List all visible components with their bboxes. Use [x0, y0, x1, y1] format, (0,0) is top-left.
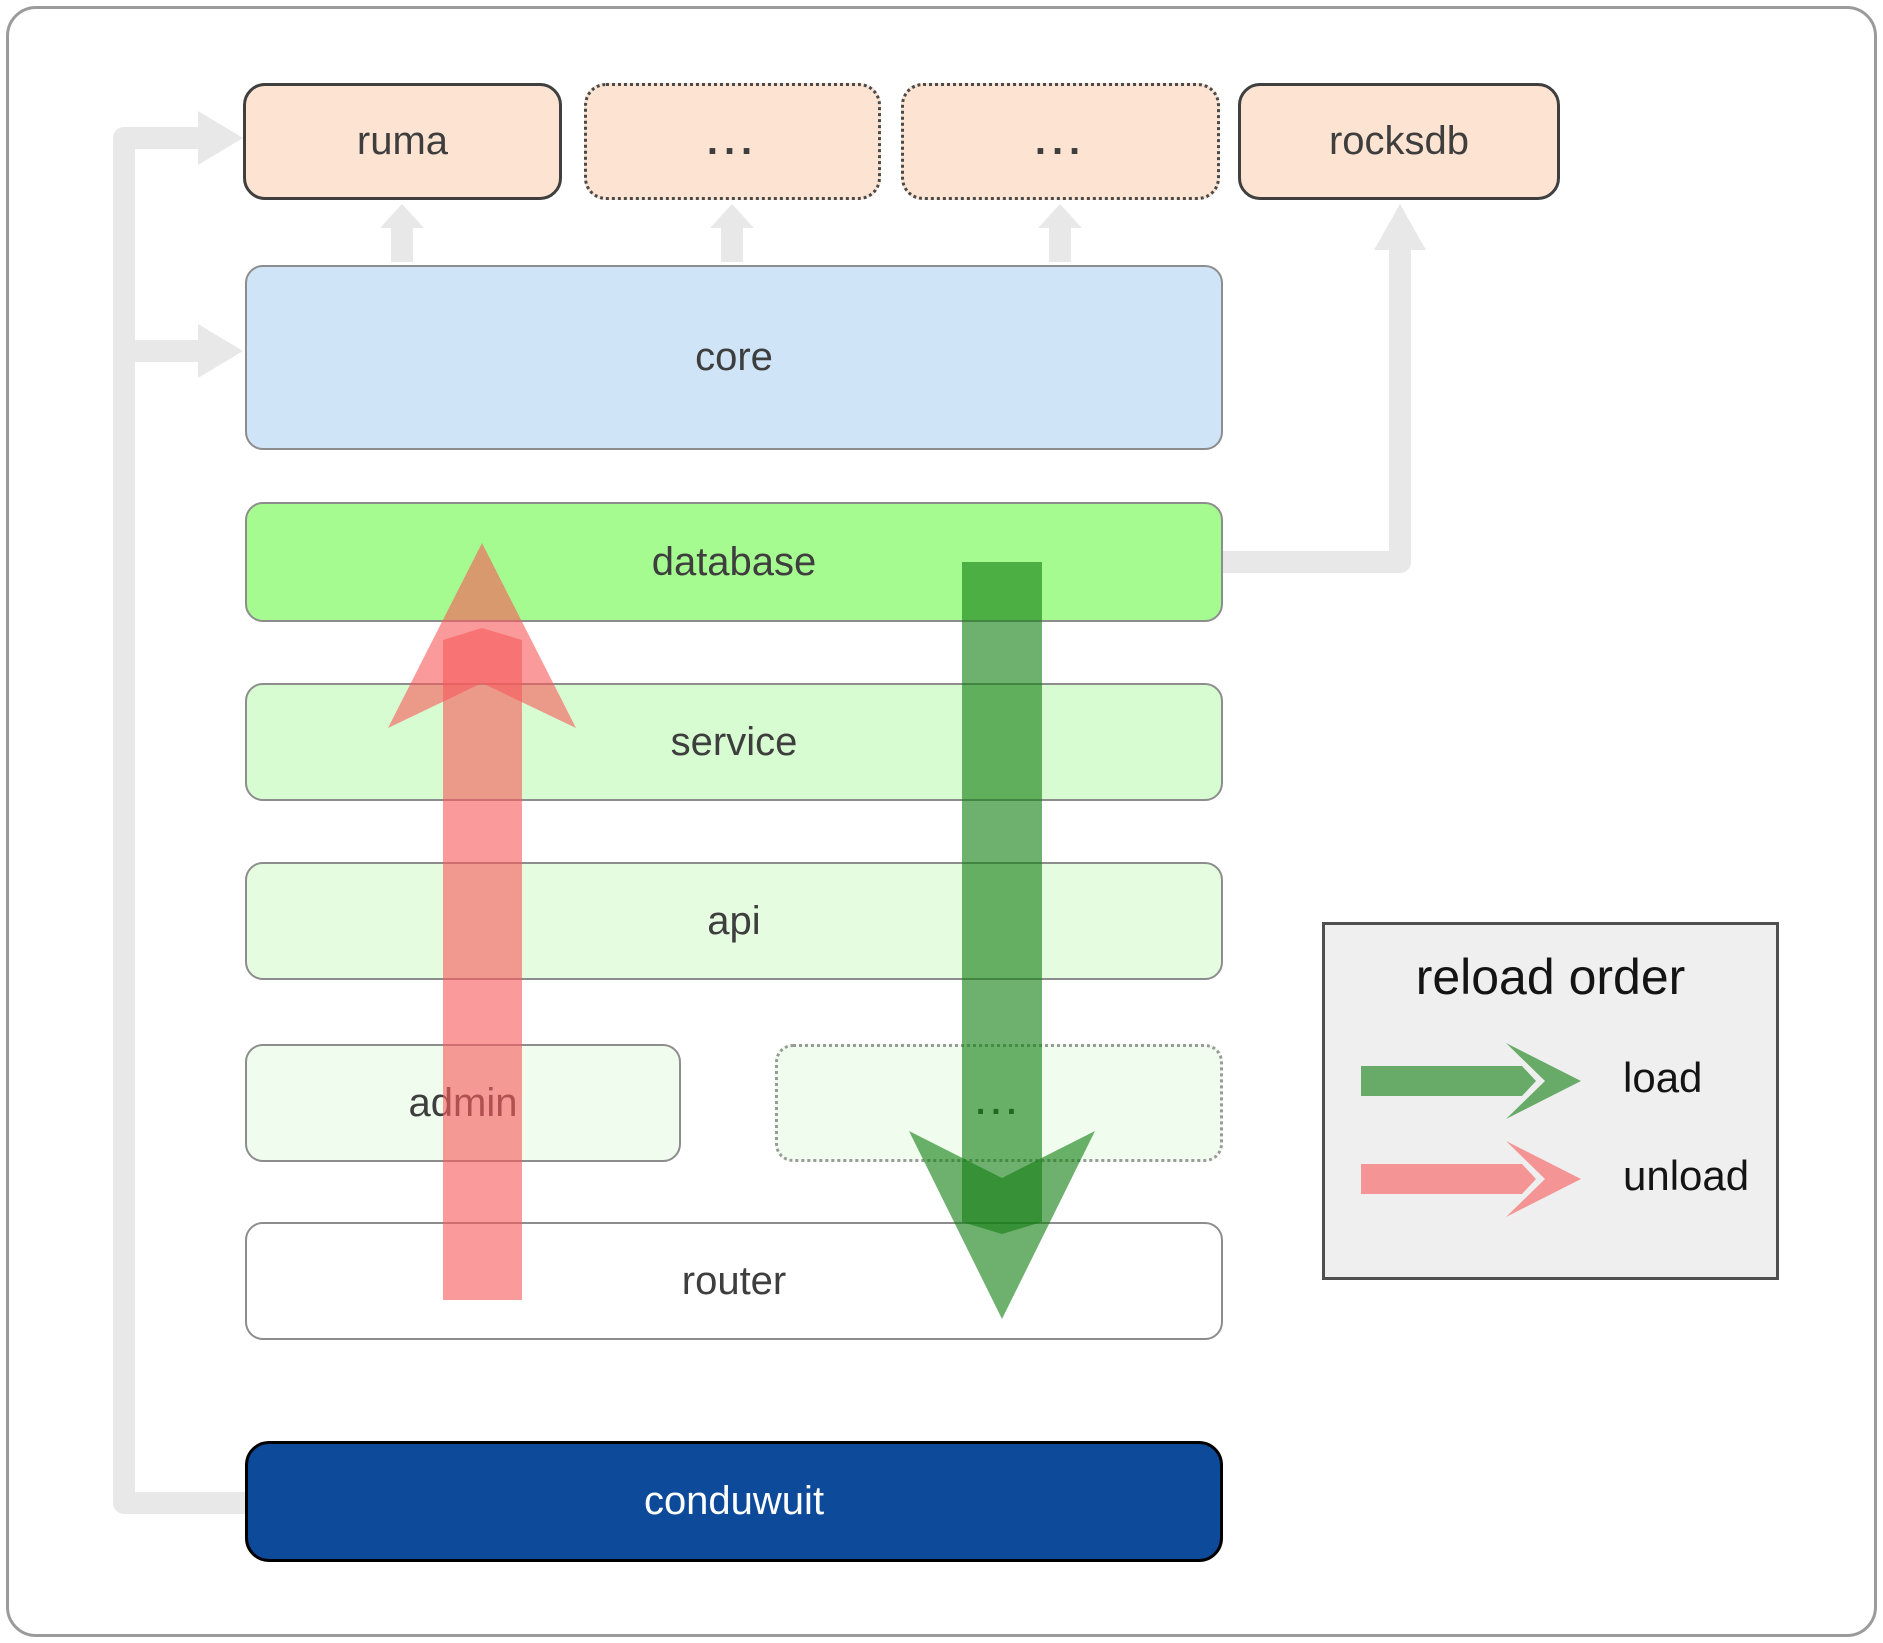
- node-core-label: core: [695, 335, 773, 379]
- node-ellipsis-3-label: ...: [975, 1083, 1023, 1122]
- node-rocksdb-label: rocksdb: [1328, 119, 1470, 163]
- legend-unload-label: unload: [1623, 1152, 1750, 1199]
- legend-load-label: load: [1623, 1054, 1703, 1101]
- node-conduwuit: conduwuit: [245, 1441, 1223, 1562]
- node-ellipsis-2-label: ...: [1034, 119, 1087, 163]
- node-api-label: api: [707, 898, 761, 943]
- node-ellipsis-3: ...: [775, 1044, 1223, 1162]
- node-ellipsis-1: ...: [584, 83, 881, 200]
- node-router-label: router: [681, 1258, 787, 1303]
- legend-title: reload order: [1415, 949, 1686, 1005]
- diagram-frame: [6, 6, 1877, 1637]
- node-service-label: service: [670, 719, 798, 764]
- node-ellipsis-2: ...: [901, 83, 1220, 200]
- node-rocksdb: rocksdb: [1238, 83, 1560, 200]
- node-admin-label: admin: [408, 1080, 518, 1125]
- node-core: core: [245, 265, 1223, 450]
- node-database: database: [245, 502, 1223, 622]
- node-admin: admin: [245, 1044, 681, 1162]
- node-conduwuit-label: conduwuit: [643, 1479, 825, 1523]
- node-database-label: database: [651, 539, 817, 584]
- node-service: service: [245, 683, 1223, 801]
- node-api: api: [245, 862, 1223, 980]
- node-ruma-label: ruma: [356, 119, 449, 163]
- node-router: router: [245, 1222, 1223, 1340]
- node-ruma: ruma: [243, 83, 562, 200]
- node-ellipsis-1-label: ...: [706, 119, 759, 163]
